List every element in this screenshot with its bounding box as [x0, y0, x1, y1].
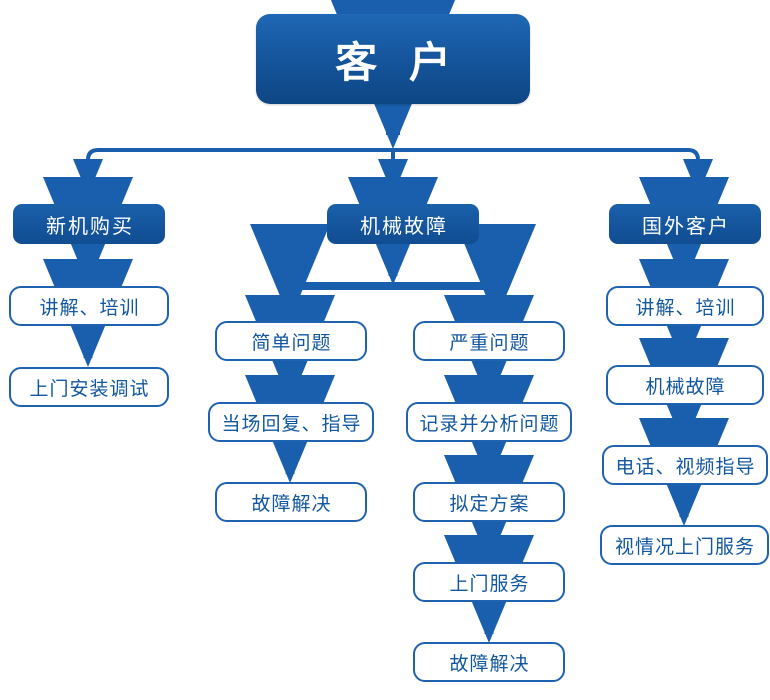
node-new-machine-step-2[interactable]: 上门安装调试 [9, 367, 169, 407]
connector-three-way-split [73, 148, 713, 195]
connector-middle-column [250, 177, 536, 320]
node-simple-step-3[interactable]: 故障解决 [215, 482, 367, 522]
node-serious-step-1[interactable]: 严重问题 [413, 321, 565, 361]
node-foreign-step-2[interactable]: 机械故障 [606, 365, 764, 405]
node-foreign-step-4[interactable]: 视情况上门服务 [600, 525, 769, 565]
node-foreign-step-1[interactable]: 讲解、培训 [606, 286, 764, 326]
node-serious-step-3[interactable]: 拟定方案 [413, 482, 565, 522]
node-branch-mechanical-fault-header[interactable]: 机械故障 [327, 204, 479, 244]
node-simple-step-2[interactable]: 当场回复、指导 [208, 402, 374, 442]
node-serious-step-5[interactable]: 故障解决 [413, 642, 565, 682]
node-serious-step-4[interactable]: 上门服务 [413, 562, 565, 602]
node-new-machine-step-1[interactable]: 讲解、培训 [9, 286, 169, 326]
node-branch-foreign-customer-header[interactable]: 国外客户 [609, 204, 761, 244]
node-simple-step-1[interactable]: 简单问题 [215, 321, 367, 361]
node-serious-step-2[interactable]: 记录并分析问题 [406, 402, 572, 442]
node-customer-root[interactable]: 客 户 [256, 14, 530, 104]
node-branch-new-machine-header[interactable]: 新机购买 [13, 204, 165, 244]
node-foreign-step-3[interactable]: 电话、视频指导 [602, 445, 768, 485]
